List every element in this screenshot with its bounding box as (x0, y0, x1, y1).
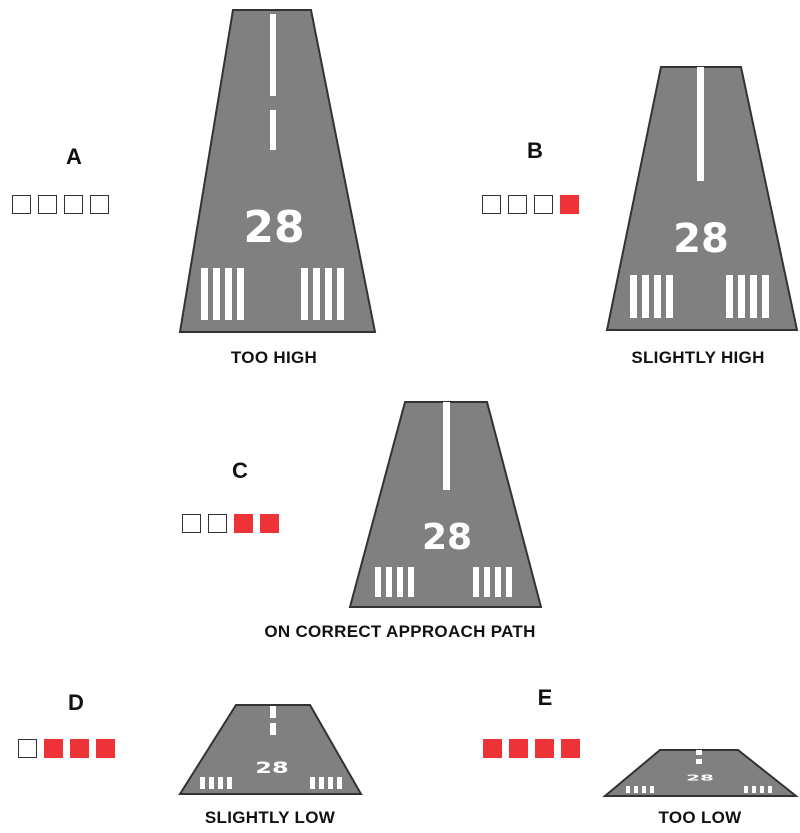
panel-a-papi-lights (12, 195, 109, 214)
papi-light-white (38, 195, 57, 214)
runway-surface (178, 704, 363, 795)
panel-a-caption: TOO HIGH (230, 348, 318, 367)
papi-light-red (234, 514, 253, 533)
papi-light-red (483, 739, 502, 758)
threshold-bars-left (375, 567, 414, 597)
panel-c-papi-lights (182, 514, 279, 533)
papi-light-red (260, 514, 279, 533)
runway-number: 28 (686, 773, 714, 782)
panel-d-papi-lights (18, 739, 115, 758)
runway-number: 28 (673, 216, 729, 262)
threshold-bars-left (201, 268, 244, 320)
threshold-bars-left (626, 786, 654, 793)
runway-surface (602, 749, 799, 797)
papi-light-white (208, 514, 227, 533)
papi-light-red (560, 195, 579, 214)
panel-a-letter: A (66, 144, 82, 169)
panel-c-caption: ON CORRECT APPROACH PATH (264, 622, 536, 641)
centerline-dash (270, 723, 276, 735)
panel-b-letter: B (527, 138, 543, 163)
centerline-dash (696, 759, 702, 764)
centerline-dash (270, 14, 276, 96)
panel-d-letter: D (68, 690, 84, 715)
runway-surface (605, 66, 799, 331)
papi-light-white (534, 195, 553, 214)
papi-light-white (182, 514, 201, 533)
papi-light-red (44, 739, 63, 758)
papi-light-red (561, 739, 580, 758)
threshold-bars-right (473, 567, 512, 597)
threshold-bars-right (301, 268, 344, 320)
papi-light-white (90, 195, 109, 214)
papi-light-red (96, 739, 115, 758)
papi-light-white (508, 195, 527, 214)
panel-e-papi-lights (483, 739, 580, 758)
centerline-dash (443, 402, 450, 490)
threshold-bars-right (310, 777, 342, 789)
panel-e-letter: E (537, 685, 553, 710)
panel-d-caption: SLIGHTLY LOW (204, 808, 336, 827)
papi-light-white (482, 195, 501, 214)
papi-light-white (12, 195, 31, 214)
centerline-dash (697, 67, 704, 181)
runway-surface (348, 401, 543, 608)
papi-light-red (70, 739, 89, 758)
runway-number: 28 (255, 758, 288, 777)
centerline-dash (696, 750, 702, 755)
runway-surface (178, 9, 377, 333)
threshold-bars-left (630, 275, 673, 318)
runway-number: 28 (422, 517, 472, 558)
panel-b-papi-lights (482, 195, 579, 214)
papi-light-red (509, 739, 528, 758)
centerline-dash (270, 110, 276, 150)
threshold-bars-left (200, 777, 232, 789)
threshold-bars-right (744, 786, 772, 793)
papi-light-white (64, 195, 83, 214)
centerline-dash (270, 706, 276, 718)
papi-light-red (535, 739, 554, 758)
panel-e-caption: TOO LOW (658, 808, 742, 827)
papi-light-white (18, 739, 37, 758)
panel-c-letter: C (232, 458, 248, 483)
panel-b-caption: SLIGHTLY HIGH (631, 348, 765, 367)
runway-number: 28 (243, 202, 304, 253)
threshold-bars-right (726, 275, 769, 318)
